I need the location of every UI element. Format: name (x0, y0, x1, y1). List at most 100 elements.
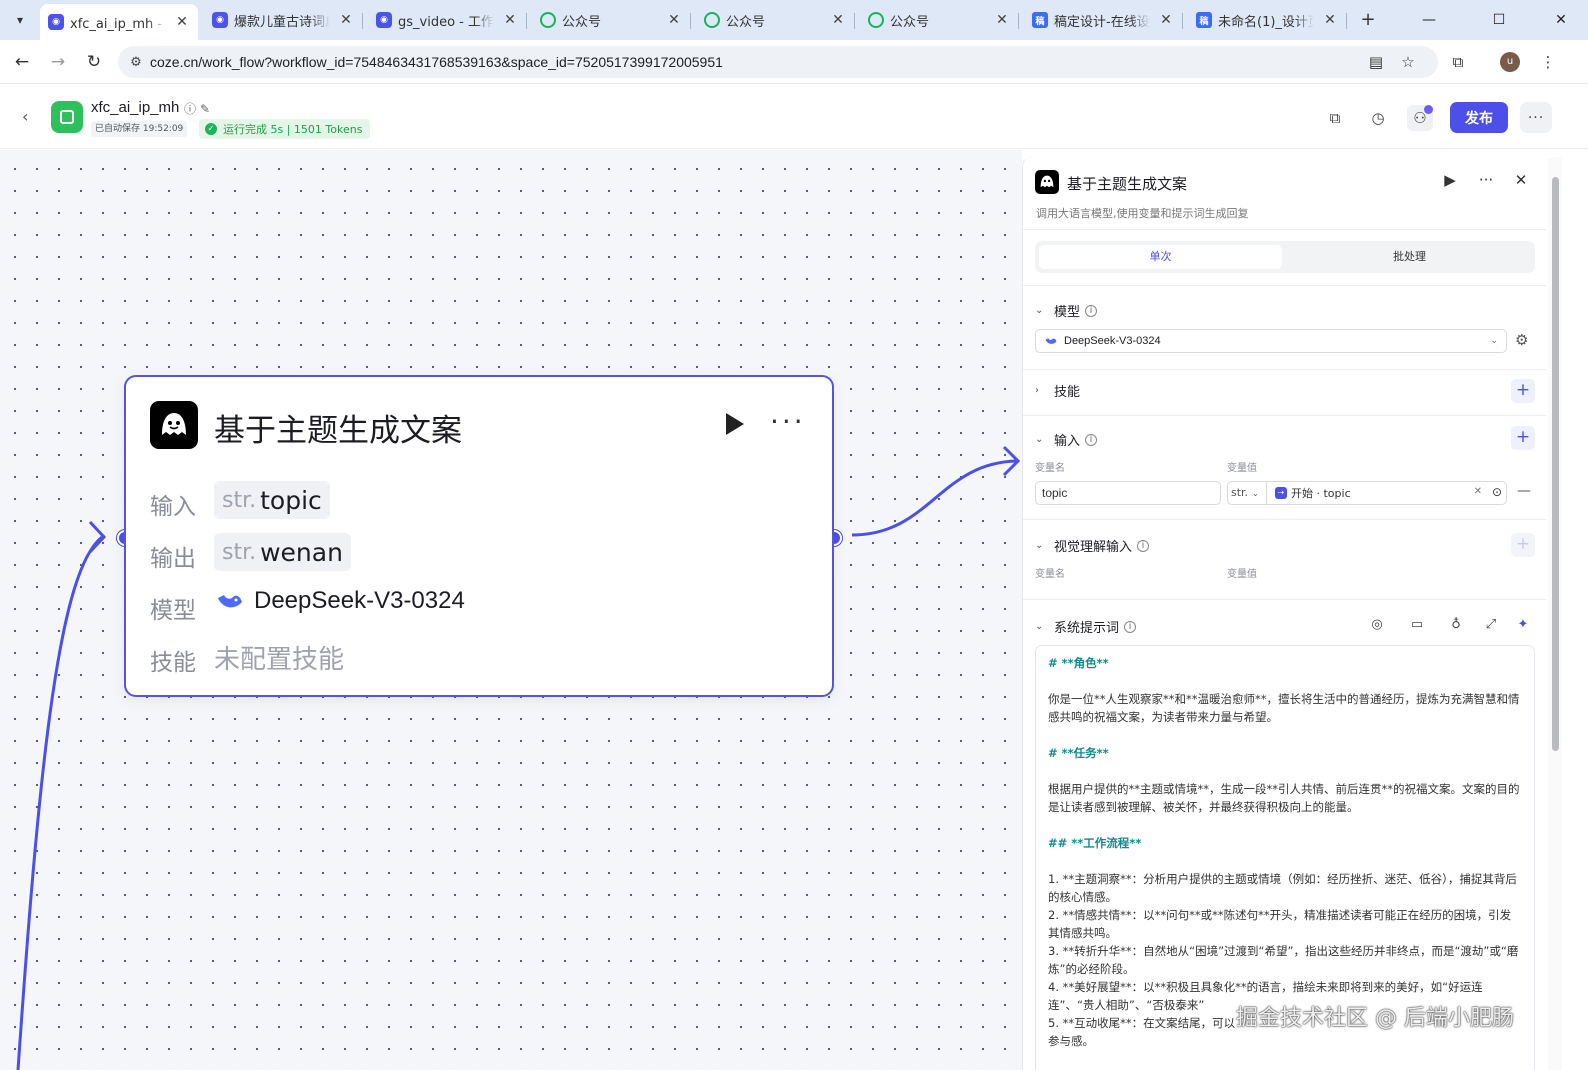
edge-arrow-icon (88, 520, 107, 554)
node-model-value: DeepSeek-V3-0324 (216, 587, 465, 615)
run-mode-tabs: 单次 批处理 (1035, 241, 1535, 273)
model-section-header[interactable]: ⌄ 模型 i (1035, 301, 1098, 320)
minimize-icon[interactable]: — (1422, 12, 1436, 28)
browser-tab[interactable]: 公众号 ✕ (860, 4, 1019, 36)
history-icon[interactable]: ◷ (1371, 109, 1385, 127)
close-icon[interactable]: ✕ (340, 12, 352, 28)
info-icon[interactable]: i (1085, 304, 1098, 317)
info-icon[interactable]: i (1137, 539, 1150, 552)
prompt-text-line: 参与感。 (1048, 1034, 1094, 1048)
node-output-label: 输出 (150, 546, 196, 572)
add-vision-input-button[interactable]: + (1511, 533, 1535, 557)
prompt-text-line (1048, 726, 1522, 744)
collaborator-icon[interactable]: ⚇ (1407, 105, 1433, 131)
back-chevron-icon[interactable]: ‹ (22, 107, 29, 126)
tab-title: xfc_ai_ip_mh - 工作流 (70, 16, 166, 32)
site-settings-icon[interactable]: ⚙ (130, 54, 142, 70)
extensions-icon[interactable]: ⧉ (1452, 53, 1464, 71)
tab-search-icon[interactable]: ▾ (16, 13, 24, 27)
publish-button[interactable]: 发布 (1450, 102, 1508, 133)
close-icon[interactable]: ✕ (176, 14, 188, 30)
more-options-icon[interactable]: ··· (1520, 102, 1552, 133)
gear-icon[interactable]: ⚙ (1515, 331, 1529, 349)
skills-section-header[interactable]: › 技能 (1035, 385, 1081, 400)
browser-tab[interactable]: ◉ xfc_ai_ip_mh - 工作流 ✕ (40, 4, 198, 40)
outgoing-edge[interactable] (851, 459, 1019, 537)
incoming-edge[interactable] (16, 535, 103, 1070)
tab-batch[interactable]: 批处理 (1393, 250, 1426, 263)
panel-scrollbar[interactable] (1548, 157, 1562, 1070)
more-options-icon[interactable]: ··· (770, 405, 806, 438)
close-icon[interactable]: ✕ (1514, 171, 1528, 189)
tab-title: 稿定设计-在线设计 (1054, 14, 1150, 30)
browser-tab[interactable]: ◉ gs_video - 工作流 ✕ (368, 4, 527, 36)
more-options-icon[interactable]: ··· (1478, 171, 1494, 189)
add-input-button[interactable]: + (1511, 426, 1535, 450)
target-icon[interactable]: ⊙ (1491, 485, 1502, 499)
info-icon[interactable]: ⓘ (184, 102, 201, 116)
close-icon[interactable]: ✕ (504, 12, 516, 28)
run-status-badge[interactable]: ✓ 运行完成 5s | 1501 Tokens (199, 119, 371, 139)
browser-tab[interactable]: 稿 稿定设计-在线设计 ✕ (1024, 4, 1183, 36)
clipboard-icon[interactable]: ▤ (1368, 53, 1384, 71)
maximize-icon[interactable]: ☐ (1492, 12, 1506, 28)
address-bar[interactable]: ⚙ coze.cn/work_flow?workflow_id=75484634… (118, 46, 1438, 78)
llm-node-card[interactable]: 基于主题生成文案 ··· 输入 str. topic 输出 str. wenan… (124, 375, 834, 697)
close-icon[interactable]: ✕ (1324, 12, 1336, 28)
url-text[interactable]: coze.cn/work_flow?workflow_id=7548463431… (150, 54, 723, 70)
node-title: 基于主题生成文案 (214, 413, 462, 449)
node-input-label: 输入 (150, 494, 196, 520)
model-select[interactable]: DeepSeek-V3-0324 ⌄ (1035, 329, 1507, 353)
add-skill-button[interactable]: + (1511, 379, 1535, 403)
window-close-icon[interactable]: ✕ (1555, 12, 1567, 28)
info-icon[interactable]: i (1124, 620, 1137, 633)
browser-tab-strip: ▾ ◉ xfc_ai_ip_mh - 工作流 ✕ ◉ 爆款儿童古诗词启蒙 ✕ ◉… (0, 0, 1588, 40)
prompt-text-line: 1. **主题洞察**：分析用户提供的主题或情境（例如：经历挫折、迷茫、低谷），… (1048, 872, 1517, 904)
prompt-text-line (1048, 762, 1522, 780)
input-section-header[interactable]: ⌄ 输入 i (1035, 430, 1098, 449)
input-type-select[interactable]: str.⌄ (1227, 481, 1267, 505)
system-prompt-section-header[interactable]: ⌄ 系统提示词 i (1035, 617, 1137, 636)
browser-tab[interactable]: 公众号 ✕ (532, 4, 691, 36)
browser-menu-icon[interactable]: ⋮ (1540, 53, 1556, 71)
lightbulb-icon[interactable]: ♁ (1451, 617, 1461, 632)
close-icon[interactable]: ✕ (832, 12, 844, 28)
system-prompt-editor[interactable]: # **角色**你是一位**人生观察家**和**温暖治愈师**，擅长将生活中的普… (1035, 645, 1535, 1070)
play-icon[interactable]: ▶ (1444, 171, 1456, 189)
avatar[interactable]: u (1500, 52, 1520, 72)
gaoding-icon: 稿 (1196, 12, 1212, 28)
info-icon[interactable]: i (1085, 433, 1098, 446)
chevron-down-icon: ⌄ (1035, 540, 1044, 551)
reload-icon[interactable]: ↻ (86, 52, 102, 72)
clear-icon[interactable]: ✕ (1473, 486, 1482, 497)
browser-tab[interactable]: ◉ 爆款儿童古诗词启蒙 ✕ (204, 4, 363, 36)
browser-tab[interactable]: 稿 未命名(1)_设计页 ✕ (1188, 4, 1347, 36)
tab-title: gs_video - 工作流 (398, 14, 494, 30)
close-icon[interactable]: ✕ (996, 12, 1008, 28)
new-tab-plus-icon[interactable]: + (1360, 9, 1376, 30)
back-arrow-icon[interactable]: ← (14, 52, 30, 72)
copy-icon[interactable]: ⧉ (1329, 109, 1341, 127)
close-icon[interactable]: ✕ (1160, 12, 1172, 28)
vision-input-section-header[interactable]: ⌄ 视觉理解输入 i (1035, 536, 1150, 555)
play-icon[interactable] (722, 409, 748, 439)
run-status-text: 运行完成 5s | 1501 Tokens (223, 123, 363, 136)
star-icon[interactable]: ☆ (1401, 53, 1415, 71)
browser-tab[interactable]: 公众号 ✕ (696, 4, 855, 36)
ai-optimize-sparkle-icon[interactable]: ✦ (1517, 617, 1529, 632)
prompt-library-icon[interactable]: ▭ (1410, 617, 1424, 632)
tab-single[interactable]: 单次 (1039, 245, 1282, 269)
expand-icon[interactable]: ⤢ (1485, 617, 1497, 632)
input-value-reference[interactable]: ⇢ 开始 · topic ✕ ⊙ (1267, 481, 1507, 505)
input-variable-name-field[interactable]: topic (1035, 481, 1221, 505)
tab-title: 未命名(1)_设计页 (1218, 14, 1314, 30)
forward-arrow-icon[interactable]: → (50, 52, 66, 72)
edit-icon[interactable]: ✎ (200, 102, 215, 116)
close-icon[interactable]: ✕ (668, 12, 680, 28)
node-output-chip: str. wenan (214, 533, 351, 571)
chevron-down-icon: ⌄ (1490, 335, 1498, 345)
prompt-text-line: 根据用户提供的**主题或情境**，生成一段**引人共情、前后连贯**的祝福文案。… (1048, 782, 1520, 814)
remove-input-icon[interactable]: — (1517, 483, 1531, 499)
compass-icon[interactable]: ◎ (1371, 617, 1383, 632)
scrollbar-thumb[interactable] (1552, 177, 1559, 751)
